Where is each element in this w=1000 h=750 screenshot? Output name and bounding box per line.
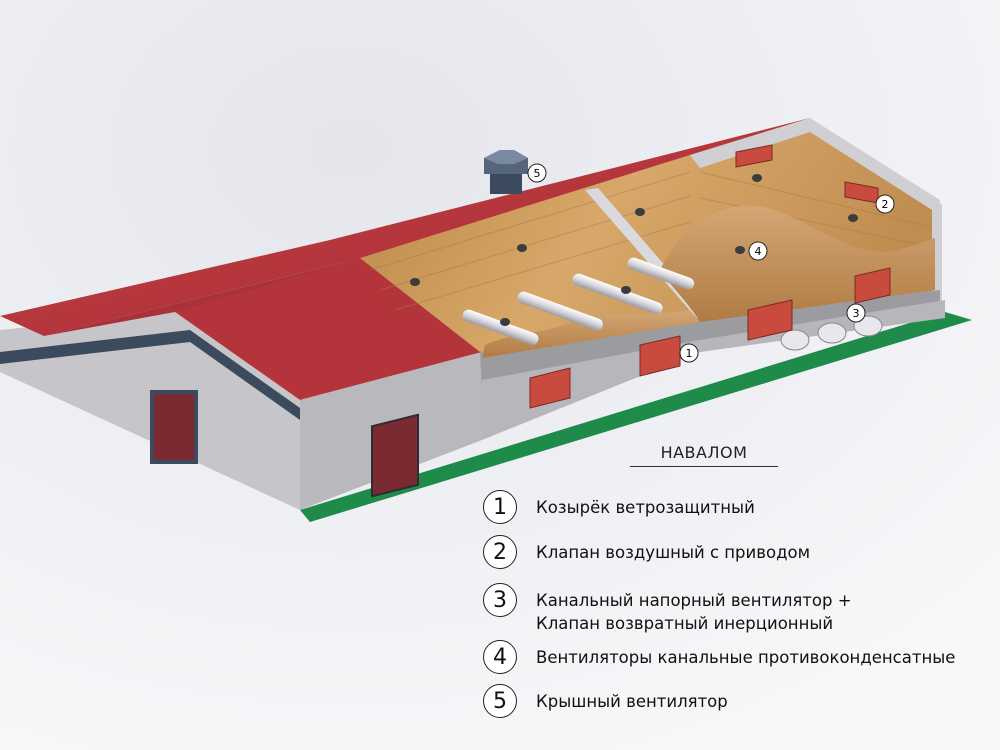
- gable-post: [932, 204, 942, 314]
- legend-label-5: Крышный вентилятор: [536, 692, 728, 711]
- front-roof: [175, 258, 482, 400]
- legend-label-1: Козырёк ветрозащитный: [536, 498, 755, 517]
- left-gate: [150, 390, 198, 464]
- air-valve-panels: [529, 144, 891, 409]
- callout-3-label: 3: [853, 307, 860, 320]
- legend-number-2: 2: [483, 535, 517, 569]
- legend-number-5: 5: [483, 684, 517, 718]
- front-door: [371, 413, 419, 498]
- lower-fans: [780, 315, 883, 351]
- callout-4-label: 4: [755, 245, 762, 258]
- legend-label-2: Клапан воздушный с приводом: [536, 543, 811, 562]
- main-roof: [0, 118, 830, 336]
- left-wall-stripe: [0, 330, 300, 420]
- legend-title: НАВАЛОМ: [660, 443, 748, 462]
- legend-label-4: Вентиляторы канальные противоконденсатны…: [536, 648, 956, 667]
- gable-frame: [690, 118, 940, 215]
- air-ducts: [462, 257, 695, 345]
- lower-wall: [482, 300, 945, 440]
- legend-number-3: 3: [483, 583, 517, 617]
- grain-heap-left: [482, 310, 700, 358]
- callout-2: 2: [875, 194, 895, 214]
- roof-fan-unit: [484, 150, 528, 194]
- callout-1-label: 1: [686, 347, 693, 360]
- legend-number-4: 4: [483, 640, 517, 674]
- legend-label-3: Канальный напорный вентилятор + Клапан в…: [536, 591, 852, 633]
- legend-title-underline: [630, 466, 778, 467]
- callout-5-label: 5: [534, 167, 541, 180]
- callout-2-label: 2: [882, 198, 889, 211]
- legend-number-1: 1: [483, 490, 517, 524]
- ground-strip: [300, 312, 972, 522]
- callout-4: 4: [748, 241, 768, 261]
- callout-1: 1: [679, 343, 699, 363]
- callout-5: 5: [527, 163, 547, 183]
- callout-3: 3: [846, 303, 866, 323]
- wall-fans: [410, 174, 858, 326]
- callout-markers: 1 2 3 4 5: [527, 163, 895, 363]
